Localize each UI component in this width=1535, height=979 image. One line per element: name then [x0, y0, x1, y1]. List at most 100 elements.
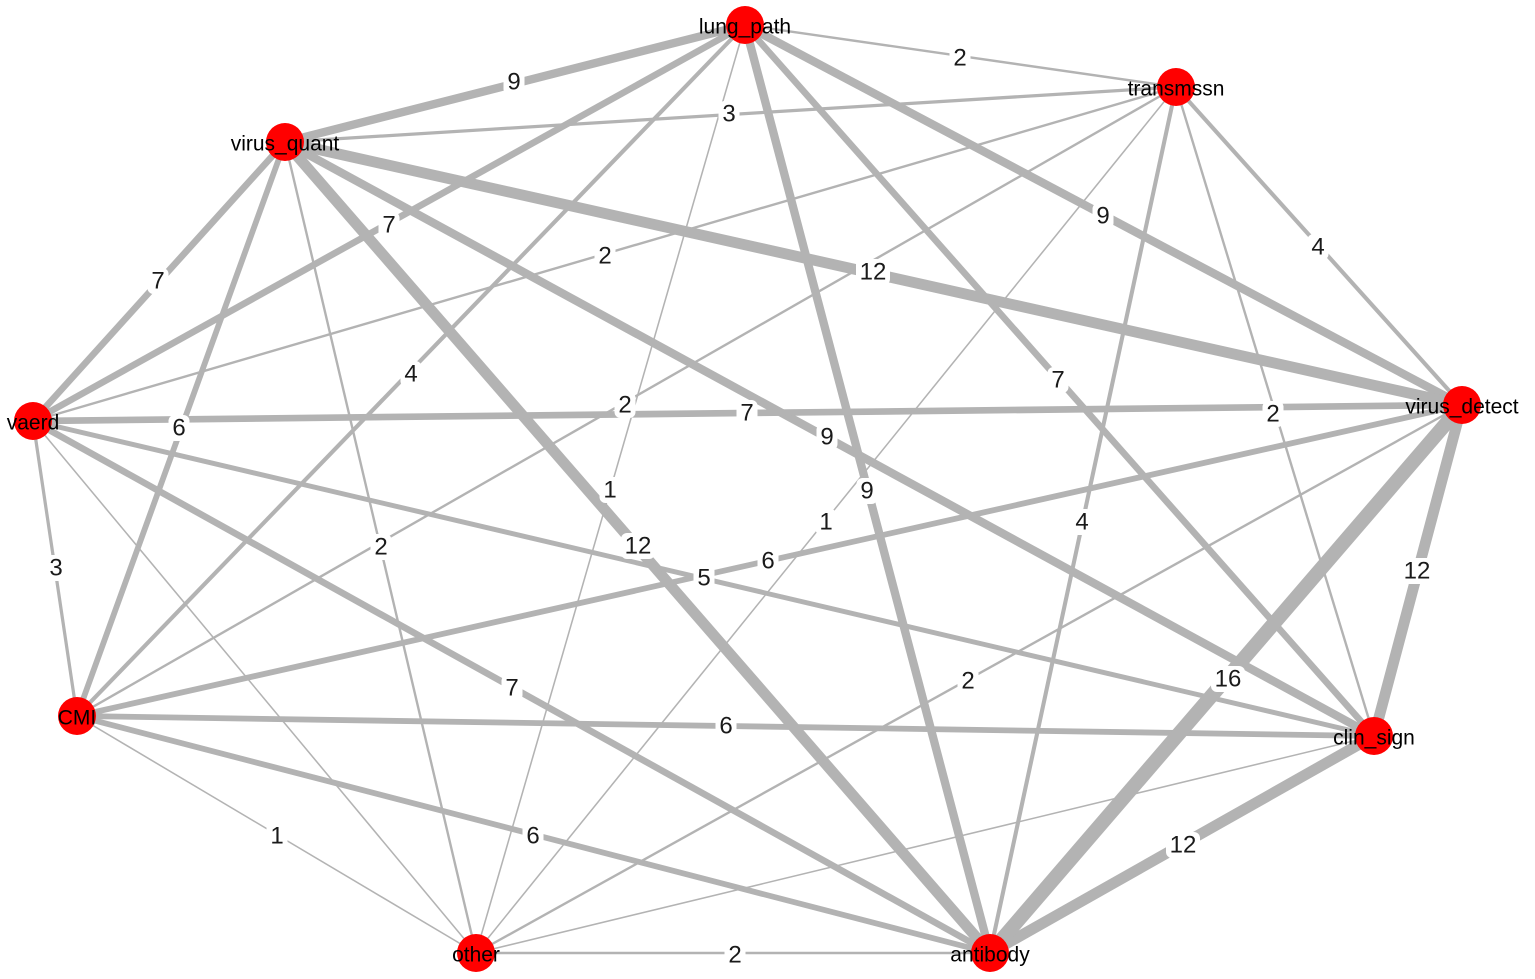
node-antibody [971, 934, 1009, 972]
edge-label-lung_path-vaerd: 7 [378, 212, 400, 239]
edge-label-background [715, 713, 737, 739]
node-label-clin_sign: clin_sign [1333, 727, 1415, 750]
edge-label-background [501, 675, 523, 701]
edge-label-transmssn-virus_detect: 4 [1307, 234, 1329, 261]
edge-weight-label: 12 [1404, 558, 1431, 585]
edge-label-virus_quant-antibody: 12 [621, 533, 655, 560]
node-layer [14, 6, 1481, 972]
edge-label-background [1047, 367, 1069, 393]
edge-label-transmssn-CMI: 2 [614, 392, 636, 419]
edge-label-background [724, 942, 746, 968]
edge-label-background [736, 400, 758, 426]
edge-label-background [147, 268, 169, 294]
edge-label-antibody-virus_detect: 16 [1211, 666, 1245, 693]
edge-label-vaerd-clin_sign: 5 [693, 565, 715, 592]
edge-label-other-antibody: 2 [724, 942, 746, 969]
node-clin_sign [1355, 717, 1393, 755]
node-label-vaerd: vaerd [7, 412, 60, 435]
edge-label-lung_path-virus_quant: 9 [503, 69, 525, 96]
edge-label-lung_path-other: 1 [599, 477, 621, 504]
node-other [457, 934, 495, 972]
edge-label-background [1262, 401, 1284, 427]
edge-label-background [400, 361, 422, 387]
edge-label-CMI-virus_detect: 6 [757, 548, 779, 575]
edge-label-background [1166, 832, 1200, 858]
edge-weight-label: 6 [719, 713, 732, 740]
edge-label-background [370, 534, 392, 560]
edge-label-background [266, 823, 288, 849]
edge-weight-label: 12 [1170, 832, 1197, 859]
edge-label-background [1211, 666, 1245, 692]
edge-weight-label: 7 [740, 400, 753, 427]
edge-weight-label: 12 [625, 533, 652, 560]
edge-weight-label: 9 [1096, 203, 1109, 230]
edge-label-transmssn-other: 1 [815, 509, 837, 536]
edge-weight-label: 2 [598, 243, 611, 270]
edge-label-virus_quant-CMI: 6 [168, 415, 190, 442]
node-label-CMI: CMI [58, 707, 97, 730]
edge-label-background [1092, 203, 1114, 229]
edge-weight-label: 4 [1311, 234, 1324, 261]
edge-label-background [168, 415, 190, 441]
edge-label-background [693, 565, 715, 591]
edge-weight-label: 6 [761, 548, 774, 575]
edge-label-virus_quant-clin_sign: 9 [816, 424, 838, 451]
edge-label-background [522, 823, 544, 849]
edge-weight-label: 7 [151, 268, 164, 295]
edge-other-clin_sign [475, 735, 1375, 954]
edge-label-lung_path-clin_sign: 7 [1047, 367, 1069, 394]
edge-label-CMI-other: 1 [266, 823, 288, 850]
node-label-transmssn: transmssn [1128, 78, 1225, 101]
edge-label-background [45, 555, 67, 581]
node-label-layer: lung_pathtransmssnvirus_quantvaerdCMIoth… [7, 16, 1519, 967]
edge-weight-label: 9 [820, 424, 833, 451]
edge-weight-label: 1 [270, 823, 283, 850]
edge-label-transmssn-virus_quant: 3 [718, 101, 740, 128]
edge-vaerd-other [32, 420, 477, 954]
edge-weight-label: 2 [618, 392, 631, 419]
edge-label-background [856, 478, 878, 504]
edge-layer [30, 20, 1468, 958]
edge-weight-label: 3 [49, 555, 62, 582]
edge-label-background [949, 45, 971, 71]
edge-weight-label: 3 [722, 101, 735, 128]
edge-weight-label: 7 [382, 212, 395, 239]
edge-weight-label: 2 [961, 668, 974, 695]
edge-label-background [614, 392, 636, 418]
node-virus_quant [266, 123, 304, 161]
edge-label-background [621, 533, 655, 559]
edge-label-background [1307, 234, 1329, 260]
edge-label-transmssn-clin_sign: 2 [1262, 401, 1284, 428]
edge-label-virus_quant-virus_detect: 12 [856, 259, 890, 286]
edge-label-background [718, 101, 740, 127]
edge-weight-label: 2 [728, 942, 741, 969]
node-CMI [58, 697, 96, 735]
edge-label-background [815, 509, 837, 535]
edge-label-CMI-antibody: 6 [522, 823, 544, 850]
edge-label-transmssn-antibody: 4 [1071, 509, 1093, 536]
node-label-other: other [452, 944, 500, 967]
edge-label-vaerd-antibody: 7 [501, 675, 523, 702]
node-virus_detect [1443, 386, 1481, 424]
edge-label-background [594, 243, 616, 269]
edge-weight-label: 7 [1051, 367, 1064, 394]
node-transmssn [1157, 68, 1195, 106]
edge-label-virus_quant-other: 2 [370, 534, 392, 561]
edge-label-other-virus_detect: 2 [957, 668, 979, 695]
edge-label-transmssn-vaerd: 2 [594, 243, 616, 270]
edge-label-clin_sign-virus_detect: 12 [1400, 558, 1434, 585]
edge-label-lung_path-CMI: 4 [400, 361, 422, 388]
edge-label-CMI-clin_sign: 6 [715, 713, 737, 740]
edge-label-lung_path-transmssn: 2 [949, 45, 971, 72]
edge-weight-label: 2 [374, 534, 387, 561]
edge-weight-label: 1 [819, 509, 832, 536]
edge-label-background [599, 477, 621, 503]
edge-label-virus_quant-vaerd: 7 [147, 268, 169, 295]
edge-weight-label: 9 [860, 478, 873, 505]
edge-label-background [816, 424, 838, 450]
node-vaerd [14, 402, 52, 440]
edge-weight-label: 2 [1266, 401, 1279, 428]
edge-label-background [378, 212, 400, 238]
